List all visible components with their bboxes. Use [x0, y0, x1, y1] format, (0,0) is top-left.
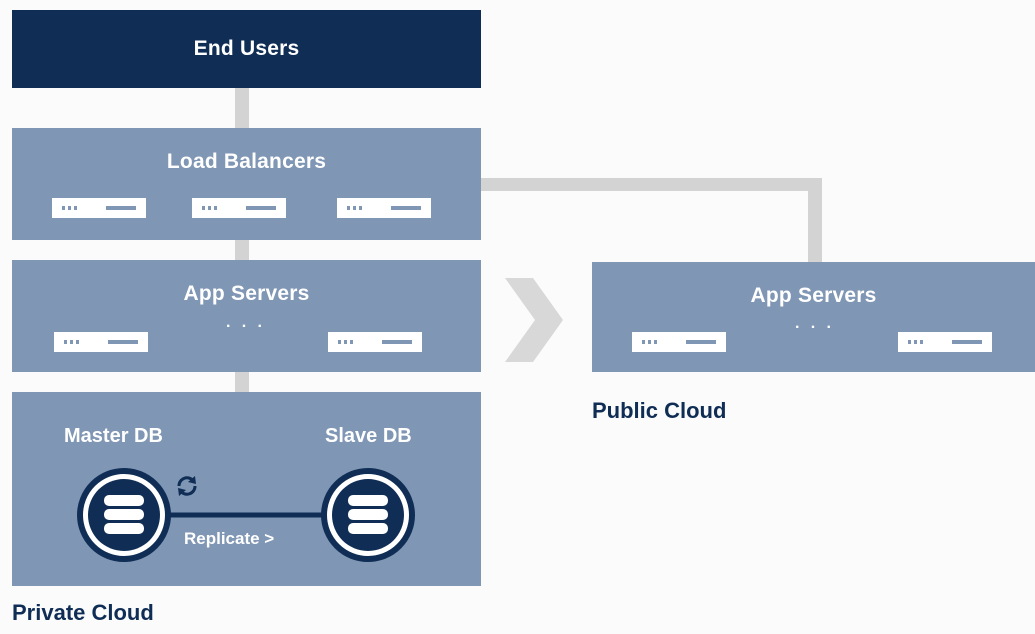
more-servers-ellipsis: · · · — [226, 318, 266, 335]
end-users-label: End Users — [193, 37, 300, 60]
private-cloud-label: Private Cloud — [12, 600, 154, 625]
connector-app-to-db — [235, 372, 249, 392]
end-users-block: End Users — [12, 10, 481, 88]
sync-icon — [177, 476, 197, 496]
connector-users-to-lb — [235, 88, 249, 128]
public-cloud-label: Public Cloud — [592, 398, 727, 423]
master-database-icon — [77, 468, 171, 562]
server-icon — [192, 198, 286, 218]
server-icon — [898, 332, 992, 352]
connector-lb-to-public-vertical — [808, 178, 822, 262]
load-balancers-block: Load Balancers — [12, 128, 481, 240]
load-balancers-label: Load Balancers — [166, 150, 327, 173]
slave-db-label: Slave DB — [325, 425, 412, 447]
public-app-servers-label: App Servers — [750, 284, 877, 307]
server-icon — [632, 332, 726, 352]
slave-database-icon — [321, 468, 415, 562]
private-app-servers-label: App Servers — [183, 282, 310, 305]
server-icon — [337, 198, 431, 218]
server-icon — [328, 332, 422, 352]
server-icon — [54, 332, 148, 352]
more-servers-ellipsis: · · · — [795, 319, 835, 336]
connector-lb-to-public-horizontal — [480, 178, 822, 191]
replication-link — [164, 512, 322, 518]
connector-lb-to-app — [235, 240, 249, 260]
server-icon — [52, 198, 146, 218]
database-block: Master DB Slave DB Replicate > — [12, 392, 481, 586]
public-app-servers-block: App Servers · · · — [592, 262, 1035, 372]
private-app-servers-block: App Servers · · · — [12, 260, 481, 372]
replicate-label: Replicate > — [184, 529, 275, 548]
master-db-label: Master DB — [64, 425, 163, 447]
chevron-right-icon — [505, 278, 563, 362]
